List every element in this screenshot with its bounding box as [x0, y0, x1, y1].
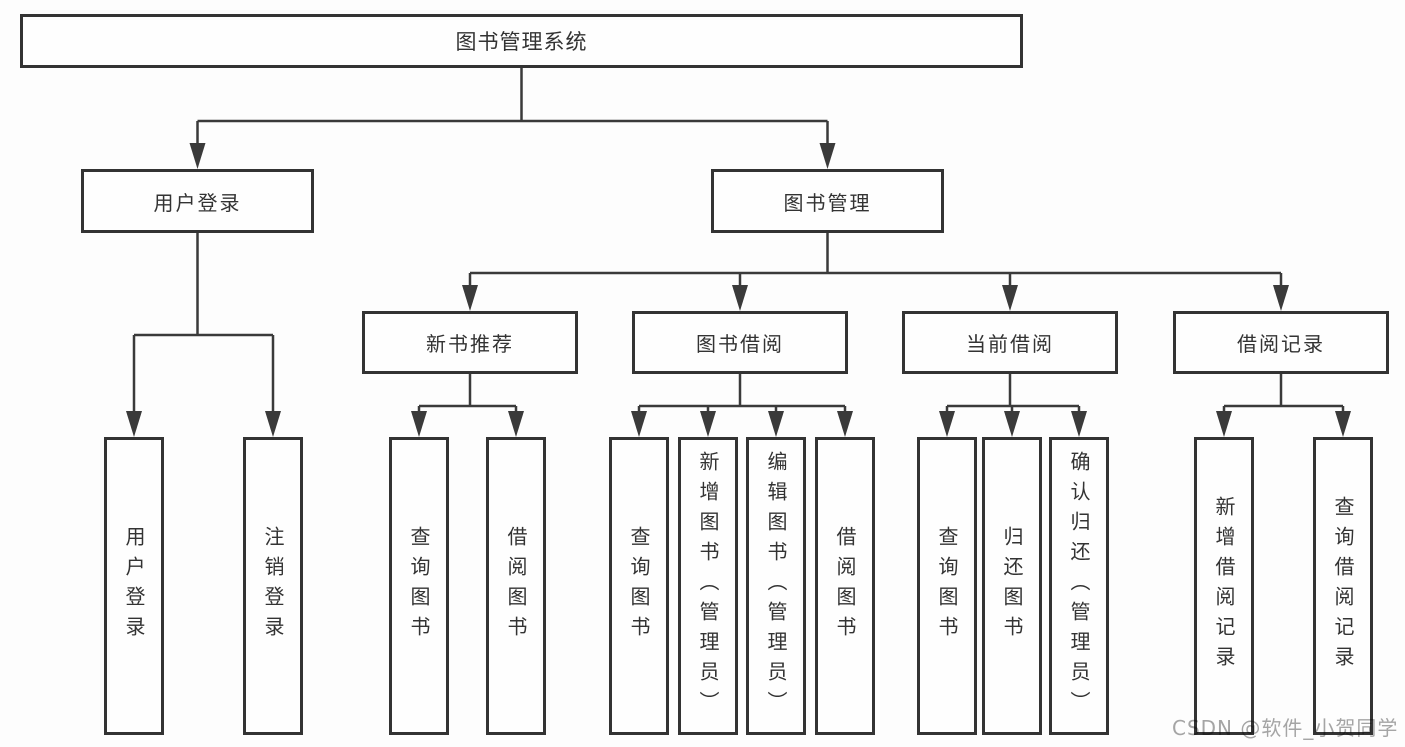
- node-book-management: 图书管理: [711, 169, 944, 233]
- arrow-icon: [819, 143, 836, 169]
- node-label: 当前借阅: [966, 332, 1054, 356]
- node-label: 用户登录: [122, 526, 146, 646]
- connector-user-login-to-children: [132, 233, 275, 414]
- node-borrow-records: 借阅记录: [1173, 311, 1389, 374]
- csdn-watermark: CSDN @软件_小贺同学: [1172, 716, 1399, 740]
- leaf-add-book-admin: 新增图书（管理员）: [678, 437, 738, 735]
- connector-borrow-records-to-children: [1222, 374, 1345, 414]
- node-label: 归还图书: [1000, 526, 1024, 646]
- arrowheads: [126, 143, 1351, 437]
- arrow-icon: [768, 411, 784, 437]
- leaf-logout: 注销登录: [243, 437, 303, 735]
- node-label: 借阅图书: [504, 526, 528, 646]
- arrow-icon: [462, 285, 478, 311]
- leaf-query-books-current: 查询图书: [917, 437, 977, 735]
- node-book-borrow: 图书借阅: [632, 311, 848, 374]
- arrow-icon: [1004, 411, 1020, 437]
- arrow-icon: [411, 411, 427, 437]
- node-label: 新书推荐: [426, 332, 514, 356]
- node-label: 确认归还（管理员）: [1067, 451, 1091, 721]
- connector-book-borrow-to-children: [637, 374, 847, 414]
- arrow-icon: [265, 411, 281, 437]
- arrow-icon: [126, 411, 142, 437]
- arrow-icon: [837, 411, 853, 437]
- arrow-icon: [1002, 285, 1018, 311]
- node-label: 编辑图书（管理员）: [764, 451, 788, 721]
- leaf-borrow-books-recommend: 借阅图书: [486, 437, 546, 735]
- connector-root-to-level2: [196, 68, 829, 146]
- node-label: 新增图书（管理员）: [696, 451, 720, 721]
- node-label: 图书管理系统: [455, 30, 588, 54]
- leaf-query-books-recommend: 查询图书: [389, 437, 449, 735]
- node-label: 新增借阅记录: [1212, 496, 1236, 676]
- node-library-management-system: 图书管理系统: [20, 14, 1023, 68]
- leaf-borrow-books: 借阅图书: [815, 437, 875, 735]
- node-new-book-recommend: 新书推荐: [362, 311, 578, 374]
- node-label: 借阅图书: [833, 526, 857, 646]
- arrow-icon: [939, 411, 955, 437]
- node-label: 查询图书: [935, 526, 959, 646]
- arrow-icon: [732, 285, 748, 311]
- leaf-query-books-borrow: 查询图书: [609, 437, 669, 735]
- arrow-icon: [508, 411, 524, 437]
- arrow-icon: [1335, 411, 1351, 437]
- leaf-confirm-return-admin: 确认归还（管理员）: [1049, 437, 1109, 735]
- node-label: 查询图书: [627, 526, 651, 646]
- arrow-icon: [189, 143, 206, 169]
- arrow-icon: [631, 411, 647, 437]
- node-label: 图书借阅: [696, 332, 784, 356]
- node-current-borrow: 当前借阅: [902, 311, 1118, 374]
- connector-current-borrow-to-children: [945, 374, 1081, 414]
- node-label: 查询图书: [407, 526, 431, 646]
- node-label: 查询借阅记录: [1331, 496, 1355, 676]
- connector-new-book-recommend-to-children: [417, 374, 518, 414]
- node-label: 注销登录: [261, 526, 285, 646]
- node-label: 图书管理: [783, 190, 872, 215]
- connector-book-management-to-level3: [468, 233, 1283, 288]
- leaf-add-borrow-record: 新增借阅记录: [1194, 437, 1254, 735]
- leaf-user-login: 用户登录: [104, 437, 164, 735]
- leaf-query-borrow-record: 查询借阅记录: [1313, 437, 1373, 735]
- node-user-login: 用户登录: [81, 169, 314, 233]
- arrow-icon: [1216, 411, 1232, 437]
- leaf-edit-book-admin: 编辑图书（管理员）: [746, 437, 806, 735]
- arrow-icon: [1273, 285, 1289, 311]
- node-label: 用户登录: [153, 190, 242, 215]
- arrow-icon: [1071, 411, 1087, 437]
- leaf-return-book: 归还图书: [982, 437, 1042, 735]
- arrow-icon: [700, 411, 716, 437]
- node-label: 借阅记录: [1237, 332, 1325, 356]
